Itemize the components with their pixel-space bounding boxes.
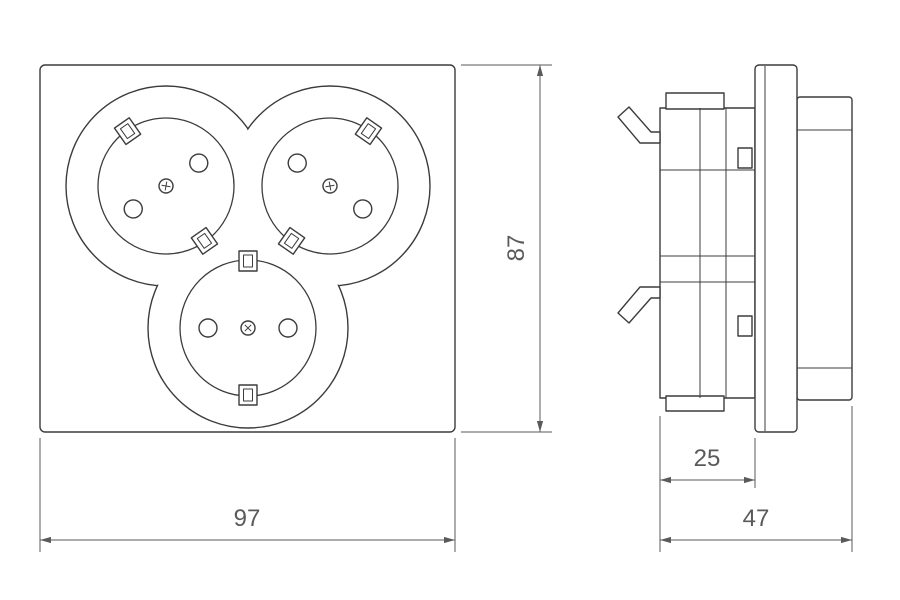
- mounting-claw-top: [617, 106, 661, 144]
- dimension-label-mount-depth: 25: [694, 445, 721, 472]
- cover-plate-side: [754, 64, 798, 433]
- side-view: [617, 64, 853, 433]
- frame-top-cap: [665, 92, 725, 110]
- mounting-claw-bottom: [617, 286, 661, 324]
- dimension-front-height: 87: [461, 64, 552, 433]
- claw-screw-bottom: [737, 315, 753, 337]
- dimension-label-front-height: 87: [503, 235, 530, 262]
- front-view: [39, 64, 456, 433]
- socket-pod-body-side: [796, 96, 853, 401]
- dimension-front-width: 97: [39, 438, 456, 552]
- frame-bottom-cap: [665, 395, 725, 412]
- claw-screw-top: [737, 147, 753, 169]
- dimension-total-depth: 47: [660, 406, 853, 552]
- dimension-mount-depth: 25: [659, 416, 756, 552]
- dimension-label-total-depth: 47: [743, 505, 770, 532]
- dimension-label-front-width: 97: [234, 505, 261, 532]
